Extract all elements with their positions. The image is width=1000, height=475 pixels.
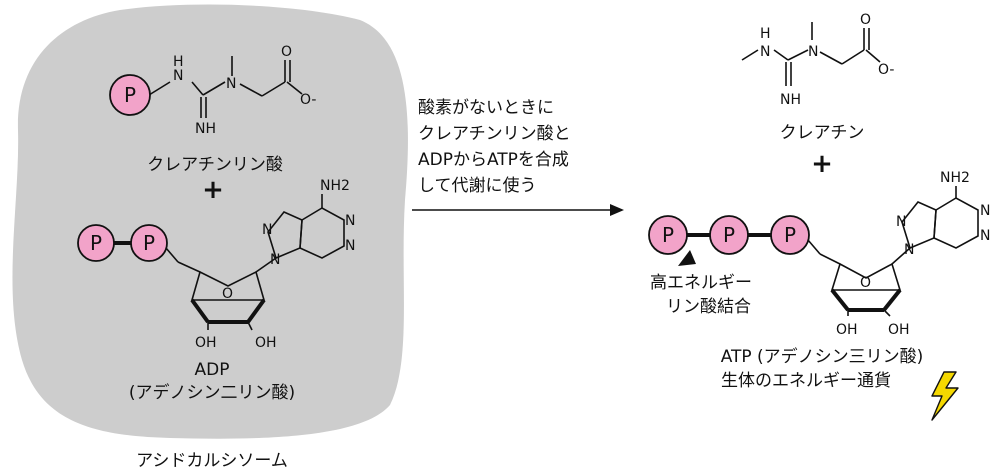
atom-o: O [860,12,871,28]
bond-label-line2: リン酸結合 [666,297,751,317]
atom-n: N [980,203,990,219]
atom-n: N [896,214,906,230]
adp-label: ADP [195,360,230,380]
reaction-line-2: クレアチンリン酸と [418,124,571,144]
creatine-structure [741,22,881,86]
reaction-line-3: ADPからATPを合成 [418,150,569,170]
lightning-icon [931,371,959,421]
atom-n: N [226,76,236,92]
atp-ribose-adenine [807,186,979,317]
atom-h: H [760,26,771,42]
adp-fullname: (アデノシン二リン酸) [129,382,295,403]
adp-ribose-adenine [165,194,345,331]
reaction-line-4: して代謝に使う [418,175,537,196]
phosphate-label-pcr: P [124,83,136,107]
phosphate-label-adp-1: P [90,231,102,255]
reaction-line-1: 酸素がないときに [418,98,554,118]
plus-sign-left: + [202,175,224,205]
acidocalcisome-blob [12,4,408,439]
creatine-label: クレアチン [780,123,865,143]
phosphate-label-adp-2: P [143,231,155,255]
phosphocreatine-label: クレアチンリン酸 [147,155,283,175]
atom-n: N [345,238,355,254]
atom-oh: OH [255,335,277,351]
atom-o-minus: O- [878,62,894,78]
atom-o-minus: O- [300,92,316,108]
plus-sign-right: + [811,149,833,179]
high-energy-bond-marker [678,250,696,266]
atom-n: N [173,68,183,84]
atom-n: N [270,252,280,268]
atom-n: N [345,213,355,229]
bond-label-line1: 高エネルギー [650,273,752,293]
phosphate-circle-adp-1 [77,224,115,262]
atom-oh: OH [195,335,217,351]
atom-n: N [980,228,990,244]
phosphate-circle-pcr [109,74,151,116]
phosphate-circle-atp-2 [709,215,749,255]
atom-o: O [281,44,292,60]
acidocalcisome-label: アシドカルシソーム [136,451,288,471]
atp-label: ATP (アデノシン三リン酸) [721,346,924,367]
atom-nh: NH [195,121,216,137]
atom-nh: NH [780,92,801,108]
reaction-arrow [412,204,624,216]
phosphate-circle-atp-3 [770,215,810,255]
phosphate-circle-adp-2 [130,224,168,262]
atom-nh2: NH2 [320,178,350,194]
phosphate-label-atp-2: P [723,223,735,247]
atom-nh2: NH2 [940,170,970,186]
atom-n: N [904,242,914,258]
atom-oh: OH [836,322,858,338]
atom-n: N [760,44,770,60]
atp-role-label: 生体のエネルギー通貨 [721,371,891,391]
atom-oh: OH [888,322,910,338]
phosphocreatine-structure [148,56,303,118]
atom-o: O [860,275,871,291]
phosphate-label-atp-1: P [662,223,674,247]
phosphate-circle-atp-1 [648,215,688,255]
atom-o: O [222,286,233,302]
atom-n: N [262,222,272,238]
phosphate-label-atp-3: P [784,223,796,247]
atom-n: N [808,44,818,60]
atom-h: H [173,54,184,70]
